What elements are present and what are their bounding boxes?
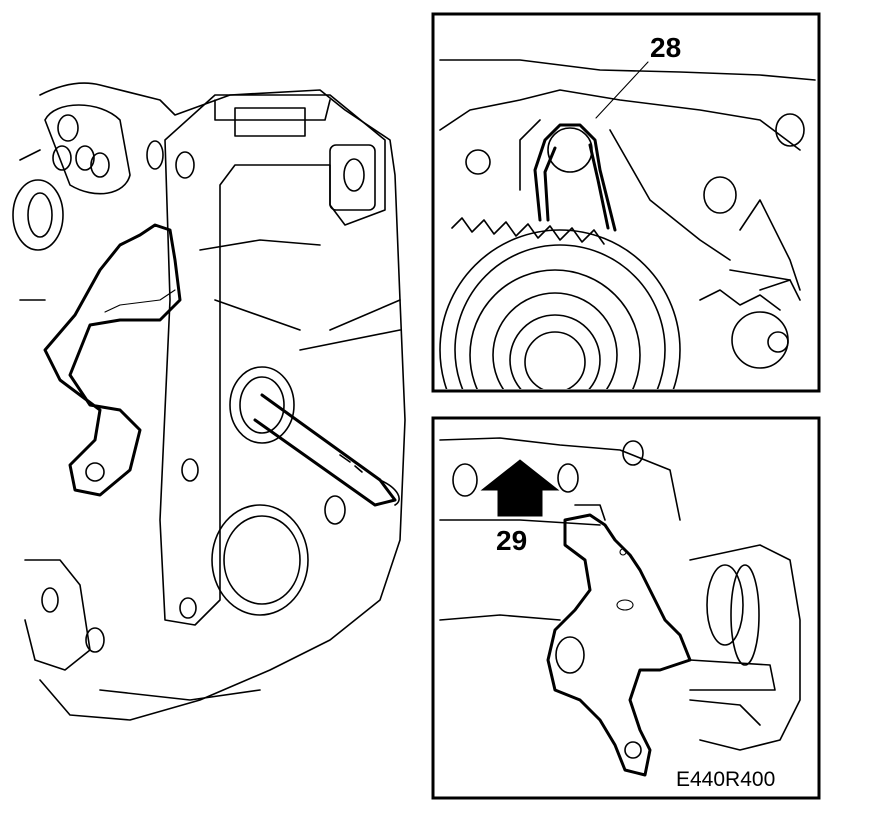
figure-code: E440R400 bbox=[676, 768, 775, 791]
callout-29: 29 bbox=[496, 525, 527, 556]
detail-view-29: 29 E440R400 bbox=[431, 416, 821, 800]
main-view-gearbox-housing bbox=[12, 82, 406, 721]
arrow-29-icon bbox=[480, 459, 560, 517]
detail-view-28: 28 bbox=[431, 12, 821, 393]
callout-28: 28 bbox=[650, 32, 681, 63]
